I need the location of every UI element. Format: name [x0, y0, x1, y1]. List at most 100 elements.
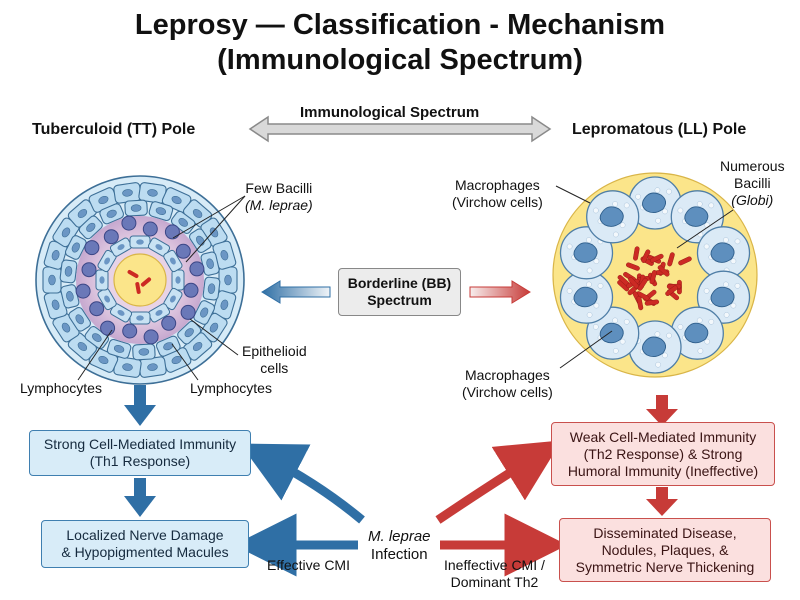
bacillus [665, 285, 678, 296]
lepromatous-granuloma [552, 172, 758, 378]
bacillus [667, 252, 675, 267]
epithelioid-cell [177, 320, 202, 345]
weak-cmi-line-2: (Th2 Response) & Strong [583, 445, 743, 462]
inner-epithelioid-cell [147, 237, 171, 257]
disseminated-line-1: Disseminated Disease, [593, 524, 737, 541]
strong-cmi-box: Strong Cell-Mediated Immunity (Th1 Respo… [29, 430, 251, 476]
bacillus [637, 277, 648, 291]
macrophage-nucleus [599, 322, 624, 344]
foam-vacuole [654, 331, 661, 338]
cell-nucleus [51, 250, 60, 261]
lymphocyte [84, 240, 100, 256]
cell-nucleus [98, 355, 109, 365]
foam-vacuole [703, 288, 710, 294]
foam-vacuole [696, 201, 703, 207]
foam-vacuole [655, 361, 661, 368]
lymphocyte [121, 215, 137, 231]
epithelioid-cell [43, 240, 68, 270]
cell-nucleus [220, 299, 229, 310]
cell-nucleus [113, 345, 125, 353]
inner-epithelioid-cell [109, 303, 133, 323]
cell-nucleus [163, 342, 174, 351]
cell-nucleus [147, 189, 158, 197]
lymphocyte [175, 243, 191, 259]
foam-vacuole [597, 282, 604, 289]
lymphocyte [189, 261, 205, 277]
foam-vacuole [612, 231, 619, 238]
epithelioid-cell [132, 343, 156, 361]
virchow-macrophage [670, 306, 724, 360]
macrophages-top-label: Macrophages (Virchow cells) [452, 177, 543, 211]
cell-nucleus [171, 355, 182, 365]
cell-nucleus [75, 314, 84, 325]
foam-vacuole [654, 187, 661, 194]
macrophage-nucleus [710, 242, 735, 263]
cell-nucleus [138, 348, 150, 356]
cell-nucleus [48, 274, 56, 286]
tt-to-strong-cmi-arrow [124, 385, 156, 426]
epithelioid-line-2: cells [260, 360, 289, 376]
strong-cmi-line-2: (Th1 Response) [89, 453, 191, 469]
bacillus [678, 256, 692, 266]
foam-vacuole [655, 217, 661, 224]
foam-vacuole [703, 243, 710, 250]
cell-nucleus [51, 299, 60, 310]
foam-vacuole [734, 238, 741, 245]
macrophage-nucleus [573, 242, 598, 263]
cell-nucleus [169, 295, 176, 303]
virchow-macrophage [586, 190, 640, 244]
inner-epithelioid-cell [163, 249, 183, 273]
foam-vacuole [662, 208, 668, 215]
infection-to-strong-cmi-arrow [240, 443, 365, 524]
cell-nucleus [196, 235, 205, 246]
weak-cmi-line-1: Weak Cell-Mediated Immunity [569, 428, 757, 445]
epithelioid-cell [188, 228, 212, 254]
epithelioid-cell [42, 266, 62, 294]
disseminated-line-3: Symmetric Nerve Thickening [575, 558, 755, 575]
cell-nucleus [136, 315, 144, 321]
foam-vacuole [612, 201, 618, 207]
epithelioid-cell [78, 215, 103, 240]
bacillus [140, 277, 152, 287]
epithelioid-cell [52, 312, 80, 343]
foam-vacuole [619, 338, 626, 345]
weak-cmi-line-3: Humoral Immunity (Ineffective) [567, 462, 759, 479]
numerous-line-3: (Globi) [731, 192, 774, 208]
virchow-macrophage [628, 176, 682, 230]
foam-vacuole [566, 288, 573, 294]
macrophage-nucleus [684, 322, 709, 344]
inner-epithelioid-cell [97, 249, 117, 273]
inner-epithelioid-cell [129, 235, 151, 249]
tuberculoid-granuloma [35, 175, 246, 385]
lymphocyte [164, 224, 180, 240]
epithelioid-cells-label: Epithelioid cells [242, 343, 307, 377]
cell-nucleus [136, 239, 144, 245]
foam-vacuole [619, 222, 626, 229]
inner-epithelioid-cell [171, 269, 185, 291]
epithelioid-cell [64, 235, 87, 260]
cell-nucleus [117, 309, 125, 316]
cell-nucleus [200, 307, 209, 318]
title-line-1: Leprosy — Classification - Mechanism [134, 9, 666, 41]
macrophages-top-line-2: (Virchow cells) [452, 194, 543, 210]
cell-nucleus [220, 250, 229, 261]
spectrum-double-arrow [248, 115, 552, 143]
numerous-line-2: Bacilli [734, 175, 771, 191]
ll-to-weak-cmi-arrow [646, 395, 678, 426]
cell-nucleus [122, 363, 133, 371]
effective-cmi-label: Effective CMI [267, 557, 350, 573]
lymphocyte [100, 320, 116, 336]
macrophage-nucleus [684, 206, 709, 227]
bacillus [650, 253, 664, 263]
epithelioid-cell [67, 332, 98, 361]
few-bacilli-label: Few Bacilli (M. leprae) [245, 180, 313, 214]
bacillus [626, 262, 640, 271]
cell-nucleus [77, 342, 88, 351]
epithelioid-cell [138, 356, 167, 378]
epithelioid-cell [106, 338, 132, 359]
bacillus [127, 270, 139, 278]
cell-nucleus [104, 257, 111, 265]
epithelioid-cell [124, 199, 148, 217]
